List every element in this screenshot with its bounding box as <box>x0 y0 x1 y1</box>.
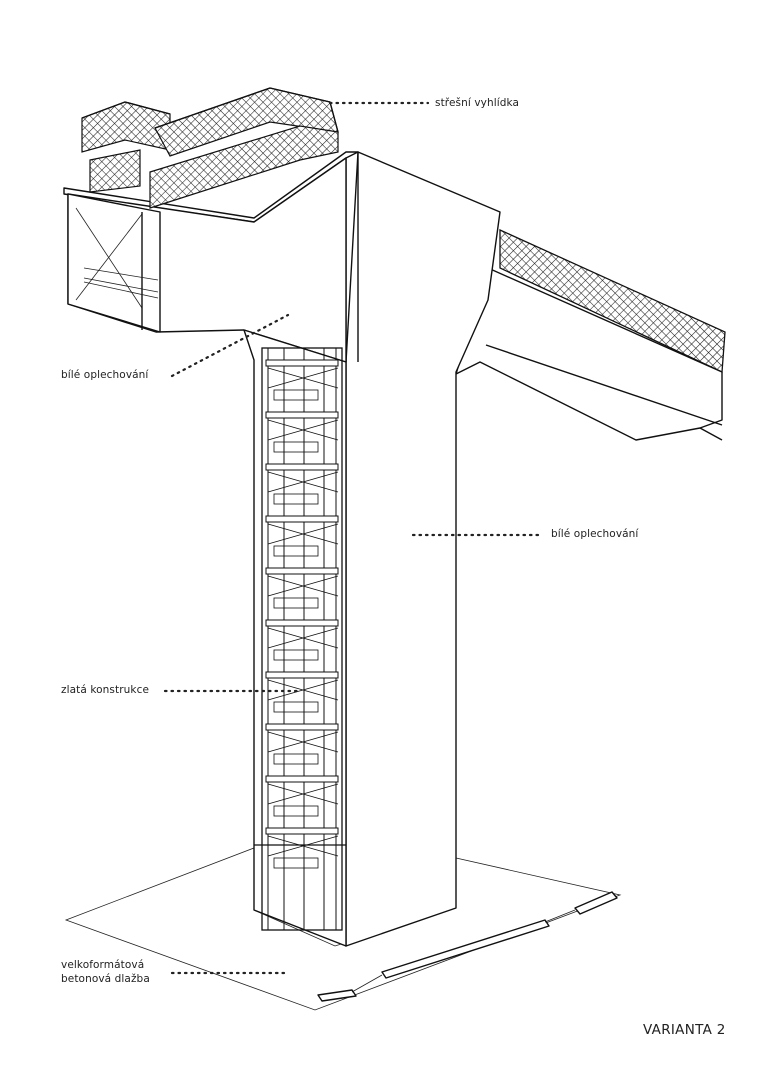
paving-strips <box>317 891 618 1002</box>
label-paving: velkoformátová betonová dlažba <box>61 958 150 986</box>
golden-structure <box>254 347 346 931</box>
label-paving-line1: velkoformátová <box>61 959 145 971</box>
tower-right-face <box>345 151 501 947</box>
leader-lines <box>163 101 544 975</box>
tower-head <box>63 151 359 363</box>
variant-label: VARIANTA 2 <box>643 1022 726 1038</box>
label-white-cladding-right: bílé oplechování <box>551 528 639 540</box>
label-paving-line2: betonová dlažba <box>61 973 150 985</box>
roof-railing <box>81 87 339 209</box>
label-white-cladding-left: bílé oplechování <box>61 369 149 381</box>
tower-front-face <box>243 329 347 947</box>
bridge-walkway <box>455 228 726 441</box>
label-roof-lookout: střešní vyhlídka <box>435 97 520 109</box>
label-golden-structure: zlatá konstrukce <box>61 684 150 696</box>
